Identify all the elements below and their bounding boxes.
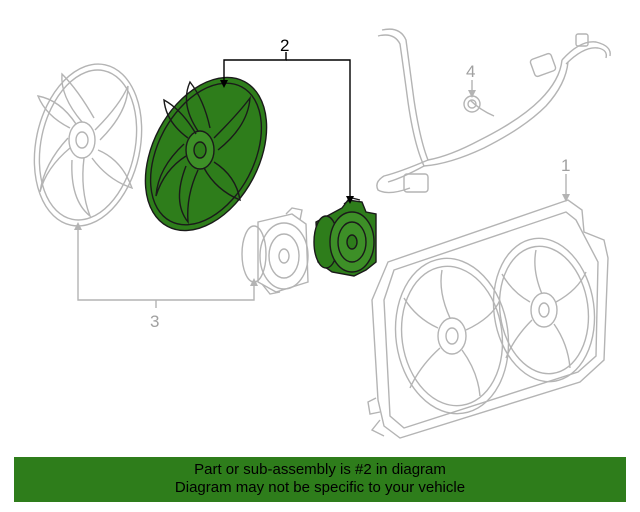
callout-3: 3 (150, 312, 159, 331)
info-banner: Part or sub-assembly is #2 in diagram Di… (14, 457, 626, 502)
spare-motor-icon (241, 207, 309, 295)
spare-fan-blade-icon (33, 63, 143, 227)
fan-shroud-assembly-icon (367, 199, 609, 439)
wiring-harness-icon (376, 28, 611, 194)
callout-1: 1 (561, 156, 570, 175)
fan-blade-highlighted-icon (144, 76, 268, 232)
banner-line-1: Part or sub-assembly is #2 in diagram (194, 461, 446, 478)
fan-motor-highlighted-icon (313, 197, 377, 277)
banner-line-2: Diagram may not be specific to your vehi… (174, 479, 466, 496)
callout-4: 4 (466, 62, 475, 81)
callout-leaders (74, 52, 570, 308)
callout-2: 2 (280, 36, 289, 55)
parts-diagram: 2 3 4 1 (33, 28, 611, 439)
